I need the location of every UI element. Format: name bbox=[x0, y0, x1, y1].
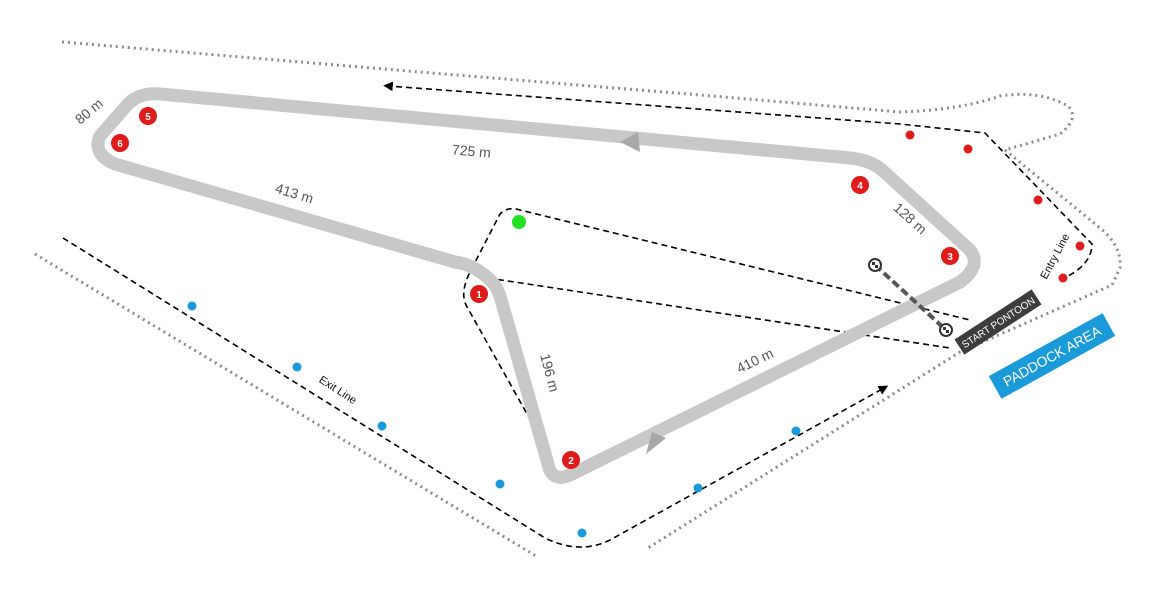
distance-196: 196 m bbox=[537, 352, 563, 394]
svg-text:6: 6 bbox=[117, 139, 123, 150]
paddock-area-label: PADDOCK AREA bbox=[1000, 322, 1104, 389]
start-zone-outline bbox=[462, 207, 971, 431]
exit-lane bbox=[62, 237, 889, 548]
svg-text:3: 3 bbox=[947, 252, 953, 263]
shoreline-top bbox=[61, 40, 1074, 152]
blue-marker bbox=[495, 479, 505, 489]
chequered-flag-icon bbox=[868, 258, 882, 272]
svg-text:1: 1 bbox=[476, 290, 482, 301]
red-marker bbox=[1075, 241, 1085, 251]
blue-marker bbox=[693, 483, 703, 493]
start-pontoon-badge: START PONTOON bbox=[954, 289, 1042, 355]
buoy-1: 1 bbox=[470, 285, 488, 303]
svg-text:2: 2 bbox=[568, 456, 574, 467]
chequered-flag-icon bbox=[939, 323, 953, 337]
blue-markers bbox=[187, 301, 801, 538]
svg-text:5: 5 bbox=[145, 112, 151, 123]
red-marker bbox=[1058, 273, 1068, 283]
blue-marker bbox=[187, 301, 197, 311]
blue-marker bbox=[377, 421, 387, 431]
red-marker bbox=[963, 144, 973, 154]
red-marker bbox=[905, 130, 915, 140]
buoy-5: 5 bbox=[139, 107, 157, 125]
distance-413: 413 m bbox=[274, 180, 316, 207]
red-markers bbox=[905, 130, 1085, 283]
svg-text:4: 4 bbox=[857, 181, 863, 192]
distance-80: 80 m bbox=[72, 95, 106, 127]
direction-arrow-bottom bbox=[646, 432, 666, 454]
return-lane bbox=[383, 81, 1093, 281]
distance-725: 725 m bbox=[451, 141, 491, 160]
race-track bbox=[91, 87, 981, 484]
buoy-6: 6 bbox=[111, 134, 129, 152]
buoy-3: 3 bbox=[941, 247, 959, 265]
shoreline-left bbox=[34, 252, 537, 558]
start-pontoon-line bbox=[873, 263, 948, 332]
buoy-2: 2 bbox=[562, 451, 580, 469]
buoy-4: 4 bbox=[851, 176, 869, 194]
blue-marker bbox=[791, 426, 801, 436]
blue-marker bbox=[577, 528, 587, 538]
entry-line-label: Entry Line bbox=[1038, 232, 1072, 281]
start-line bbox=[487, 277, 951, 349]
exit-line-label: Exit Line bbox=[317, 374, 359, 407]
blue-marker bbox=[292, 362, 302, 372]
direction-arrow-top bbox=[620, 132, 640, 152]
green-start-buoy bbox=[512, 215, 526, 229]
red-marker bbox=[1033, 195, 1043, 205]
